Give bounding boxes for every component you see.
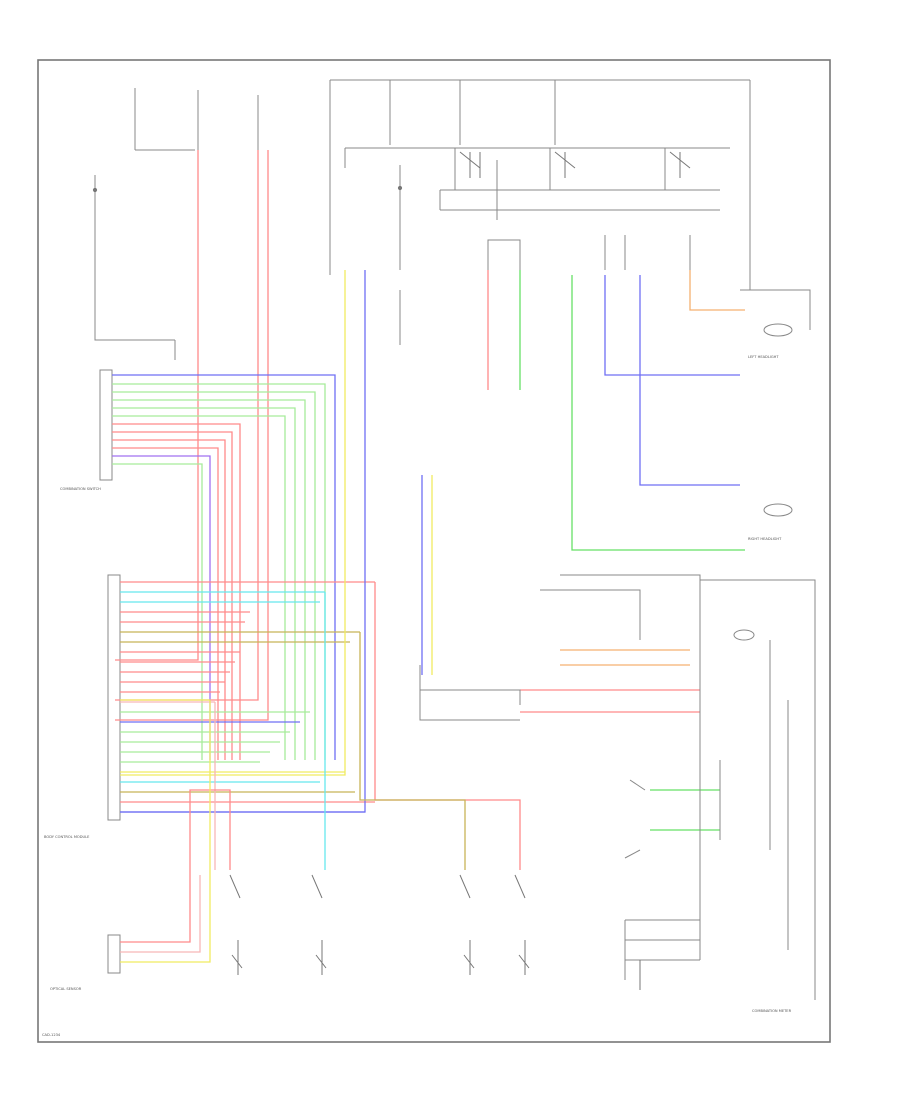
right-headlight-label: RIGHT HEADLIGHT	[748, 537, 782, 541]
wire-optical-1	[120, 789, 231, 943]
optical-sensor-label: OPTICAL SENSOR	[50, 987, 82, 991]
wire-yellow-main	[120, 270, 346, 776]
combination-switch-label: COMBINATION SWITCH	[60, 487, 101, 491]
wire-combination-switch-7	[112, 423, 241, 760]
wire-green-right	[571, 275, 745, 551]
wire-combination-switch-6	[112, 415, 286, 760]
wire-optical-2	[120, 875, 201, 953]
footer-code: CAD-1234	[42, 1033, 61, 1037]
wire-optical-3	[120, 699, 211, 963]
wire-red-fuse-2	[115, 150, 259, 701]
left-headlight-label: LEFT HEADLIGHT	[748, 355, 779, 359]
wire-blue-right-2	[639, 275, 740, 486]
top-fuse-feed	[94, 79, 751, 360]
wire-combination-switch-11	[112, 455, 211, 760]
combination-meter-label: COMBINATION METER	[752, 1009, 792, 1013]
wire-combination-switch-5	[112, 407, 296, 760]
wire-combination-switch-8	[112, 431, 233, 760]
relay-contacts	[92, 151, 691, 193]
wire-red-right	[374, 582, 521, 870]
wire-combination-switch-9	[112, 439, 226, 760]
wire-blue-right-1	[604, 275, 740, 376]
wire-red-fuse-1	[115, 150, 199, 661]
wire-olive-bottom	[359, 632, 466, 870]
body-control-module-connector	[107, 574, 121, 821]
wire-group	[112, 150, 745, 963]
body-control-module-label: BODY CONTROL MODULE	[44, 835, 90, 839]
wire-orange-headlight	[689, 270, 745, 311]
combination-switch-connector	[99, 369, 113, 481]
diagram-frame	[37, 59, 831, 1043]
bottom-switches	[229, 874, 641, 990]
wire-blue-main	[120, 270, 366, 813]
optical-sensor-connector	[107, 934, 121, 974]
wire-combination-switch-4	[112, 399, 306, 760]
right-components	[419, 289, 816, 1000]
wire-combination-switch-3	[112, 391, 316, 760]
wire-combination-switch-10	[112, 447, 219, 760]
wire-combination-switch-12	[112, 463, 203, 760]
wire-red-fuse-3	[115, 150, 269, 721]
